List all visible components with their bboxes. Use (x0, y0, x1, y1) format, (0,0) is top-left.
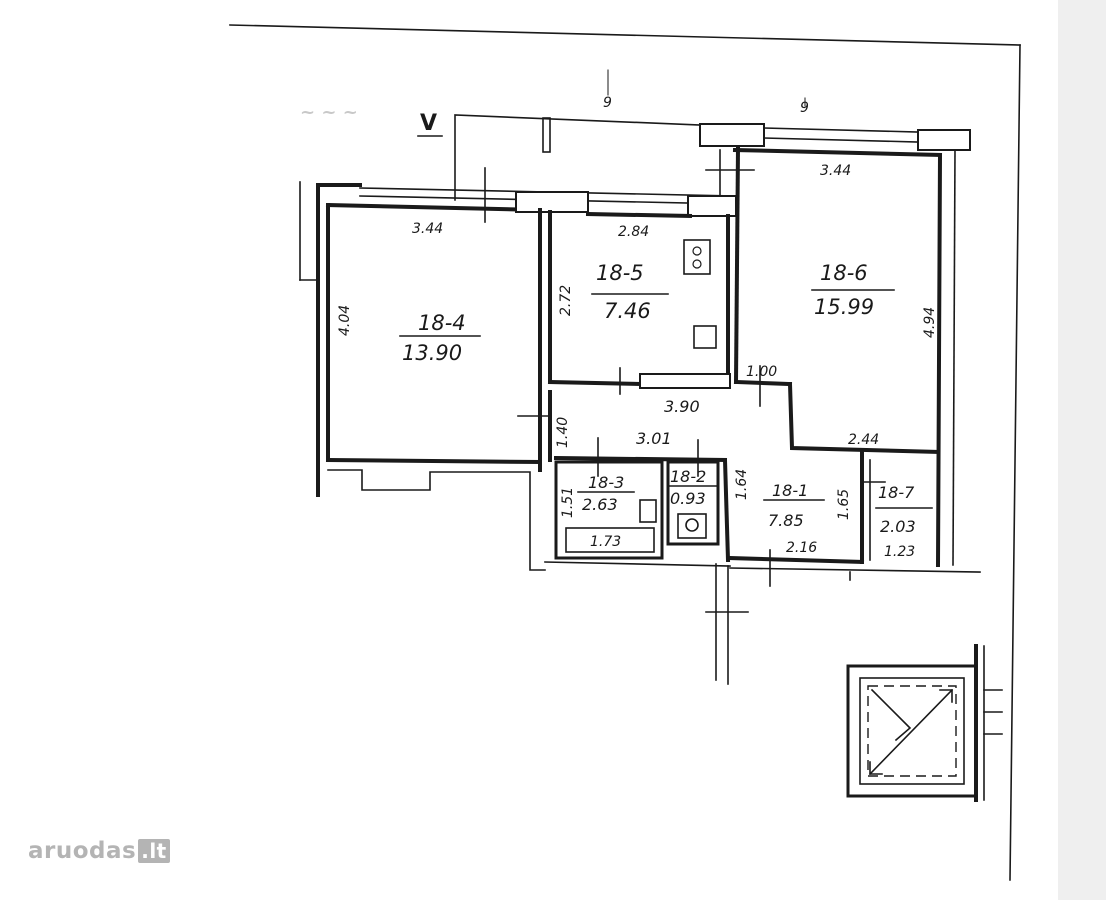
pier-2 (687, 195, 737, 217)
pier-1 (515, 191, 589, 213)
elevator-arrow-head-2 (869, 761, 883, 775)
wall-corridor-top-2 (733, 379, 793, 387)
aruodas-watermark: aruodas.lt (28, 838, 170, 864)
stove-burner-1 (692, 246, 702, 256)
dim-18-7-width: 1.23 (884, 544, 915, 560)
dim-18-1-depth: 1.64 (734, 469, 750, 500)
room-18-6-area: 15.99 (814, 295, 874, 319)
wall-corridor-top-1 (547, 379, 643, 387)
pier-3 (699, 123, 765, 147)
dim-18-3-depth: 1.51 (560, 487, 576, 518)
dim-18-4-depth: 4.04 (337, 305, 353, 336)
room-18-2-area: 0.93 (670, 489, 706, 508)
room-18-5-id: 18-5 (596, 261, 644, 285)
room-18-4-id: 18-4 (418, 311, 466, 335)
room-18-4-area: 13.90 (402, 341, 462, 365)
wall-top-18-5 (585, 211, 693, 219)
elevator-arrow-head-1 (939, 689, 953, 703)
corridor-cabinet (639, 373, 731, 389)
elevator-door-outline (867, 685, 957, 777)
dim-18-5-depth: 2.72 (558, 285, 574, 316)
room-18-3-id: 18-3 (588, 473, 624, 492)
balcony-outline (454, 114, 701, 201)
outer-wall-right-inner (935, 152, 943, 568)
elevator-arrow-3 (870, 688, 912, 742)
sheet-border-right (1009, 44, 1021, 881)
kitchen-sink-icon (693, 325, 717, 349)
room-18-3-walls (554, 460, 664, 560)
wall-18-4-bottom (325, 457, 543, 465)
outer-wall-right-outer (952, 149, 956, 566)
dim-corridor-length: 3.90 (664, 397, 700, 416)
wall-entry-outer (729, 567, 981, 573)
pier-4 (917, 129, 971, 151)
dim-18-6-width: 3.44 (820, 163, 851, 179)
elevator-diagonal (868, 688, 954, 776)
wall-bath-bottom (544, 561, 731, 567)
wall-18-1-left (722, 457, 731, 563)
dim-bathtub-length: 1.73 (590, 534, 621, 550)
wall-18-1-bottom (727, 555, 865, 565)
wall-18-4-bottom-outer (327, 469, 546, 571)
faint-stamp: ~ ~ ~ (300, 102, 358, 123)
dim-door-18-6: 1.00 (746, 364, 777, 380)
room-18-3-area: 2.63 (582, 495, 618, 514)
sink-18-3 (639, 499, 657, 523)
dim-corridor-width: 1.40 (555, 417, 571, 448)
toilet-box (677, 513, 707, 539)
stove-burner-2 (692, 259, 702, 269)
window-6-outer (763, 127, 919, 133)
wall-18-6-left (733, 145, 741, 385)
room-18-6-id: 18-6 (820, 261, 868, 285)
dim-18-5-width: 2.84 (618, 224, 649, 240)
sheet-border-top (229, 24, 1021, 46)
elevator-cabin (859, 677, 965, 785)
dim-18-4-width: 3.44 (412, 221, 443, 237)
room-18-1-area: 7.85 (768, 511, 804, 530)
page-edge (1058, 0, 1106, 900)
watermark-brand: aruodas (28, 838, 137, 864)
dim-18-6-depth: 4.94 (922, 307, 938, 338)
room-18-7-id: 18-7 (878, 483, 915, 502)
wall-top-18-6 (732, 147, 943, 158)
dim-18-7-depth: 1.65 (836, 489, 852, 520)
dim-18-1-width: 2.16 (786, 540, 817, 556)
dim-bath-row-length: 3.01 (636, 429, 672, 448)
toilet-bowl-icon (685, 518, 699, 532)
axis-label-2: 9 (800, 100, 809, 116)
room-18-1-id: 18-1 (772, 481, 808, 500)
bathtub (565, 527, 655, 553)
room-18-2-walls (666, 460, 720, 546)
dim-18-6-bottom: 2.44 (848, 432, 879, 448)
stove-icon (683, 239, 711, 275)
room-18-5-area: 7.46 (604, 299, 651, 323)
room-18-7-area: 2.03 (880, 517, 916, 536)
balcony-post (542, 117, 551, 153)
axis-label-1: 9 (603, 95, 612, 111)
section-mark: V (420, 111, 437, 136)
watermark-tld: .lt (138, 839, 170, 863)
wall-top-18-4 (325, 202, 543, 213)
room-18-2-id: 18-2 (670, 467, 706, 486)
window-6-mid (763, 137, 919, 143)
wall-18-6-bottom (787, 381, 941, 455)
outer-wall-left (316, 183, 362, 497)
wall-bath-top (553, 455, 728, 463)
